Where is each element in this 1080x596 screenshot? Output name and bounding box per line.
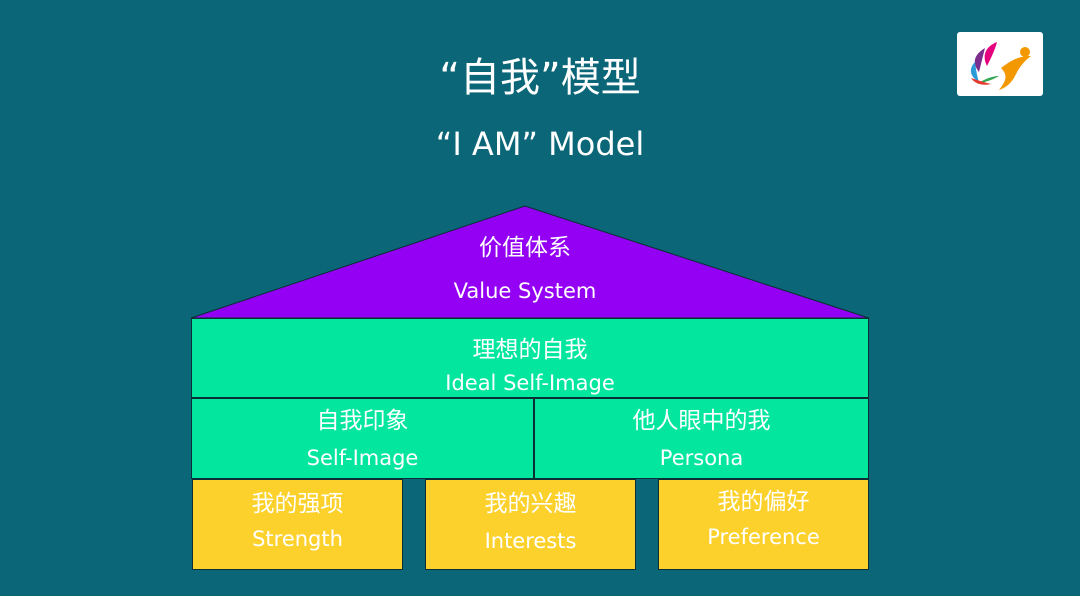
title-chinese: “自我”模型 — [439, 55, 641, 101]
persona-label-en: Persona — [659, 446, 744, 470]
interests-block: 我的兴趣 Interests — [425, 479, 636, 570]
self-image-label-en: Self-Image — [306, 446, 419, 470]
self-image-block: 自我印象 Self-Image — [191, 398, 534, 479]
interests-label-en: Interests — [484, 529, 577, 553]
strength-block: 我的强项 Strength — [192, 479, 403, 570]
ideal-self-image-label-en: Ideal Self-Image — [445, 371, 615, 395]
value-system-label-cn: 价值体系 — [479, 235, 571, 261]
preference-label-cn: 我的偏好 — [717, 489, 810, 515]
strength-label-cn: 我的强项 — [251, 491, 344, 517]
value-system-label-en: Value System — [453, 279, 597, 303]
persona-block: 他人眼中的我 Persona — [534, 398, 869, 479]
logo — [957, 32, 1043, 96]
colorful-person-leaves-logo-icon — [970, 42, 1031, 90]
ideal-self-image-block: 理想的自我 Ideal Self-Image — [191, 318, 869, 398]
interests-label-cn: 我的兴趣 — [484, 491, 577, 517]
preference-label-en: Preference — [707, 525, 820, 549]
title-english: “I AM” Model — [435, 125, 645, 163]
strength-label-en: Strength — [252, 527, 343, 551]
preference-block: 我的偏好 Preference — [658, 479, 869, 570]
self-image-label-cn: 自我印象 — [316, 408, 409, 434]
persona-label-cn: 他人眼中的我 — [632, 408, 771, 434]
ideal-self-image-label-cn: 理想的自我 — [472, 337, 588, 363]
